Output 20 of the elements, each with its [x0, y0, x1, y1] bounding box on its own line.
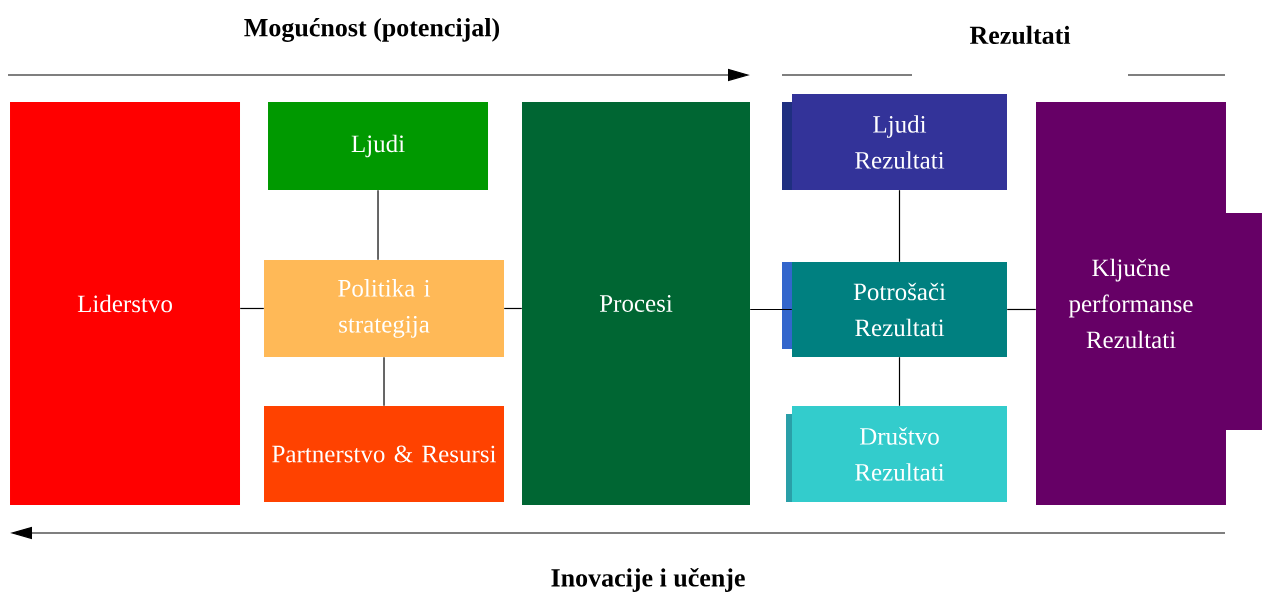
connector-line	[898, 356, 901, 407]
connector-line	[503, 307, 523, 310]
connector-line	[1006, 308, 1037, 311]
category-box: Ljudi	[268, 102, 488, 190]
category-box: Politika i strategija	[264, 260, 504, 357]
connector-line	[383, 356, 385, 407]
heading: Inovacije i učenje	[551, 568, 745, 592]
connector-line	[239, 307, 265, 310]
connector-line	[749, 308, 793, 311]
category-box: Ljudi Rezultati	[782, 94, 1007, 190]
category-box: Ključne performanse Rezultati	[1036, 102, 1262, 505]
category-box: Potrošači Rezultati	[782, 262, 1007, 357]
category-box: Procesi	[522, 102, 750, 505]
category-box: Partnerstvo & Resursi	[264, 406, 504, 502]
connector-line	[377, 189, 379, 261]
heading: Rezultati	[969, 25, 1071, 45]
category-box: Društvo Rezultati	[786, 406, 1007, 502]
connector-line	[898, 189, 901, 263]
category-box: Liderstvo	[10, 102, 240, 505]
heading: Mogućnost (potencijal)	[244, 18, 500, 42]
